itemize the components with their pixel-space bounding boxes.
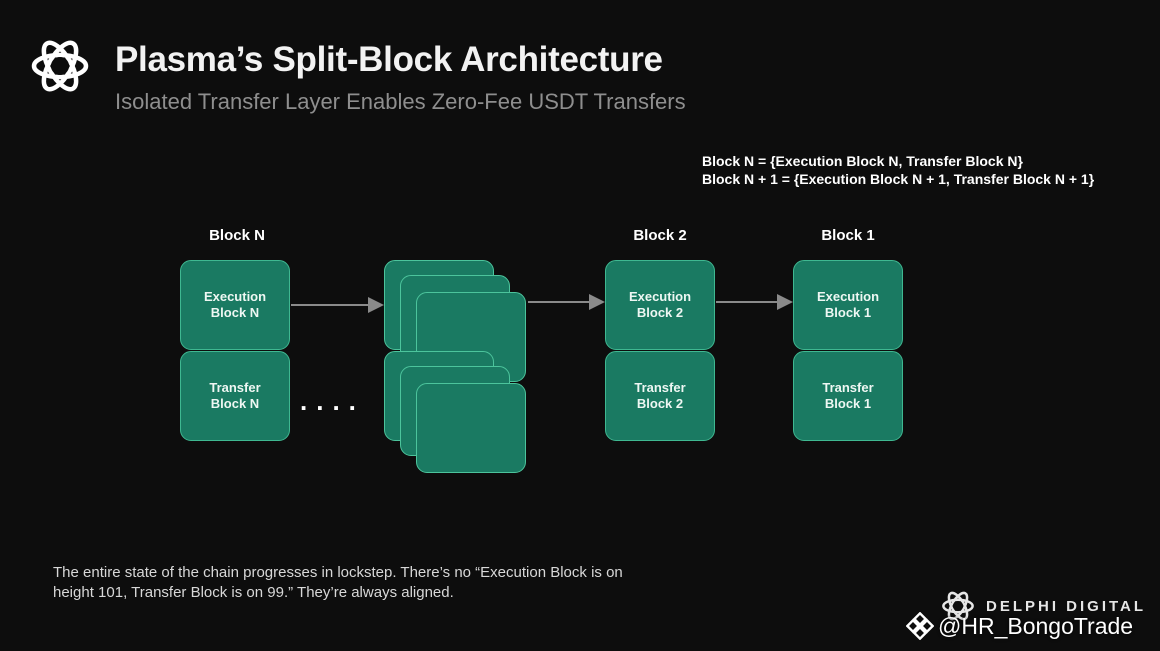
formula-line-2: Block N + 1 = {Execution Block N + 1, Tr… (702, 171, 1095, 187)
execution-block-1: Execution Block 1 (793, 260, 903, 350)
execution-block-2: Execution Block 2 (605, 260, 715, 350)
ellipsis-dots: .... (300, 386, 365, 416)
transfer-block-1: Transfer Block 1 (793, 351, 903, 441)
transfer-block-2-line1: Transfer (634, 380, 686, 395)
watermark: @HR_BongoTrade (906, 612, 1133, 640)
transfer-block-n-line1: Transfer (209, 380, 261, 395)
flower-knot-icon (942, 591, 974, 621)
transfer-block-1-line1: Transfer (822, 380, 874, 395)
column-label-block-1: Block 1 (821, 227, 875, 244)
watermark-text: @HR_BongoTrade (938, 612, 1134, 639)
transfer-block-n: Transfer Block N (180, 351, 290, 441)
delphi-digital-brand: DELPHI DIGITAL (940, 588, 1146, 624)
transfer-block-2-line2: Block 2 (636, 396, 684, 411)
binance-diamond-icon (906, 612, 934, 640)
execution-block-n-line1: Execution (203, 289, 267, 304)
column-label-block-2: Block 2 (633, 227, 687, 244)
execution-block-2-line1: Execution (628, 289, 692, 304)
transfer-block-1-line2: Block 1 (824, 396, 872, 411)
brand-name: DELPHI DIGITAL (986, 597, 1147, 615)
footnote-text: The entire state of the chain progresses… (53, 564, 623, 601)
stack-transfer-card-3 (416, 383, 526, 473)
page-subtitle: Isolated Transfer Layer Enables Zero-Fee… (115, 89, 686, 114)
execution-block-n-line2: Block N (210, 305, 260, 320)
execution-block-1-line1: Execution (816, 289, 880, 304)
transfer-block-2: Transfer Block 2 (605, 351, 715, 441)
execution-block-n: Execution Block N (180, 260, 290, 350)
formula-line-1: Block N = {Execution Block N, Transfer B… (702, 153, 1023, 169)
page-title: Plasma’s Split-Block Architecture (115, 40, 663, 79)
transfer-block-n-line2: Block N (210, 396, 260, 411)
plasma-logo-icon (31, 40, 89, 92)
execution-block-1-line2: Block 1 (824, 305, 872, 320)
block-formula: Block N = {Execution Block N, Transfer B… (702, 152, 1094, 188)
execution-block-2-line2: Block 2 (636, 305, 684, 320)
column-label-block-n: Block N (209, 227, 265, 244)
